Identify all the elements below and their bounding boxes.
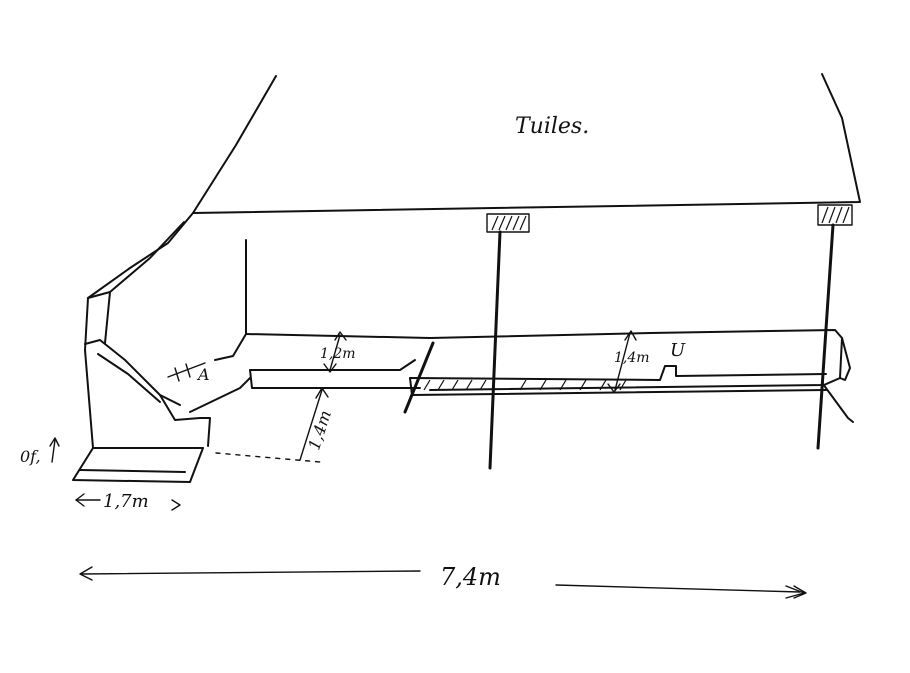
upper-depth-label: 1,2m bbox=[320, 346, 356, 362]
upper-ledge bbox=[214, 329, 854, 423]
dimension-side-depth: 1,4m bbox=[299, 387, 335, 461]
section-b-mark: U bbox=[670, 340, 686, 361]
roof-label: Tuiles. bbox=[515, 114, 589, 139]
left-structure bbox=[84, 212, 194, 449]
dimension-total-length: 7,4m bbox=[79, 563, 807, 599]
dimension-upper-depth: 1,2m bbox=[320, 331, 356, 373]
section-a: A bbox=[167, 362, 210, 384]
post-middle bbox=[486, 213, 530, 470]
dimension-step-height: 0f, bbox=[20, 437, 60, 466]
lower-depth-label: 1,4m bbox=[614, 350, 650, 366]
dimension-step-width: 1,7m bbox=[75, 491, 181, 512]
step-height-label: 0f, bbox=[20, 447, 41, 466]
step-width-label: 1,7m bbox=[103, 491, 149, 512]
roof: Tuiles. bbox=[192, 73, 861, 214]
post-right bbox=[816, 204, 853, 450]
side-depth-label: 1,4m bbox=[304, 408, 335, 453]
section-a-mark: A bbox=[196, 365, 210, 384]
total-length-label: 7,4m bbox=[440, 563, 501, 591]
dimension-lower-depth: 1,4m U bbox=[607, 330, 686, 393]
step bbox=[72, 377, 321, 483]
